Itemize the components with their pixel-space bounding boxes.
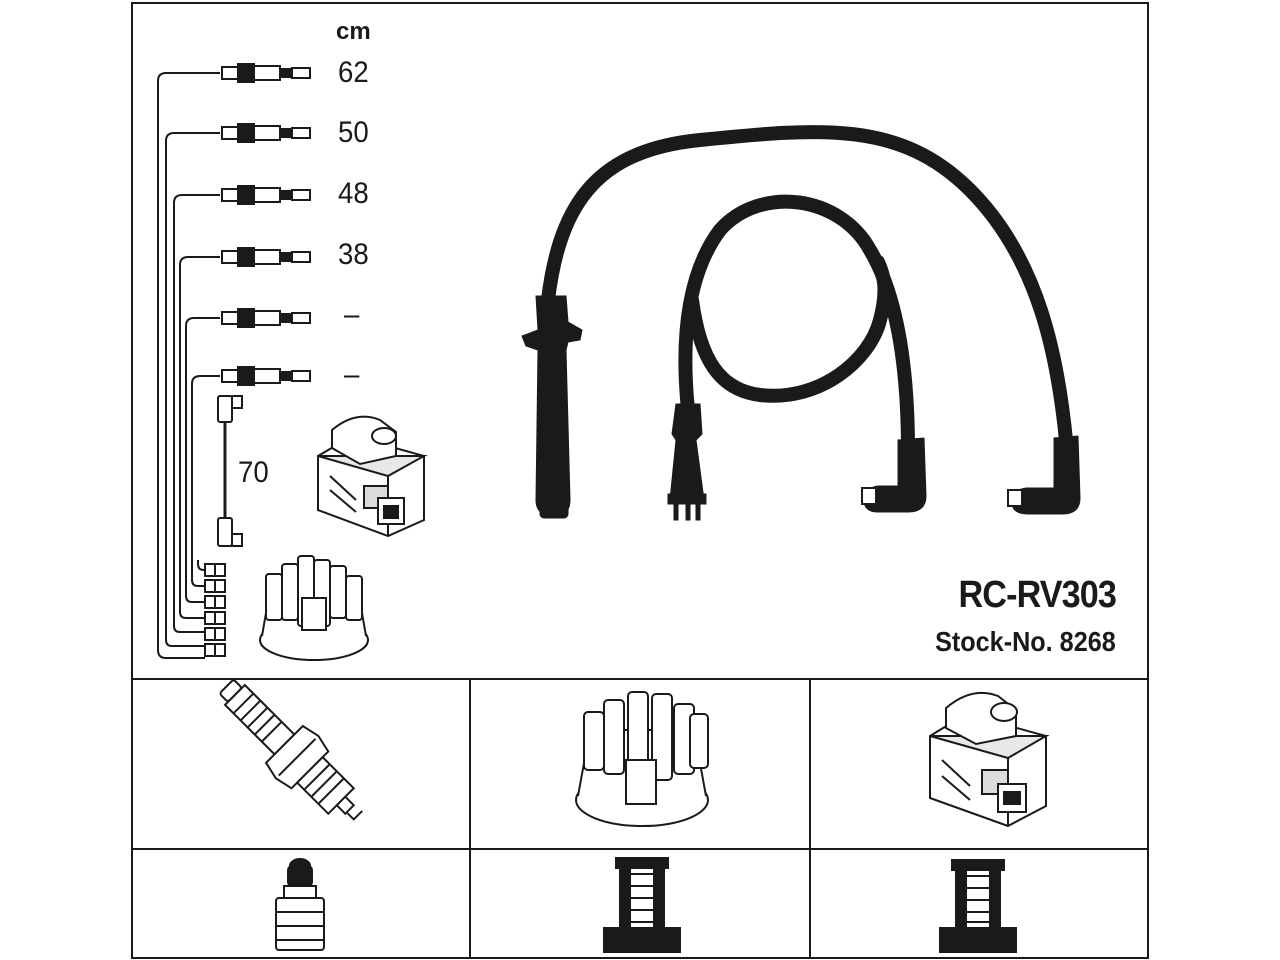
cable-length-5: – bbox=[344, 298, 360, 331]
frame bbox=[131, 2, 1149, 959]
distributor-end bbox=[667, 403, 707, 521]
angled-boot-2 bbox=[1007, 435, 1081, 515]
cable-length-4: 38 bbox=[338, 238, 369, 271]
cable-length-1: 62 bbox=[338, 56, 369, 89]
cable-connector bbox=[221, 247, 311, 267]
coil-lead-length: 70 bbox=[238, 456, 269, 489]
small-coil-drawing bbox=[317, 415, 428, 538]
angled-boot-1 bbox=[861, 437, 927, 513]
ignition-coil-icon bbox=[929, 692, 1050, 828]
cable-connector bbox=[221, 123, 311, 143]
spark-plug-boot bbox=[521, 295, 583, 519]
small-distributor-cap-drawing bbox=[259, 555, 369, 661]
cable-schematic bbox=[157, 72, 220, 659]
cable-connector bbox=[221, 63, 311, 83]
coil-lead bbox=[217, 395, 243, 547]
cable-length-2: 50 bbox=[338, 116, 369, 149]
distributor-cap-icon bbox=[575, 691, 709, 827]
cable-length-3: 48 bbox=[338, 177, 369, 210]
cable-connectors bbox=[221, 63, 311, 386]
distributor-terminal-icon bbox=[603, 857, 681, 953]
ignition-cables bbox=[541, 125, 1073, 457]
cable-length-6: – bbox=[344, 358, 360, 391]
unit-label: cm bbox=[336, 18, 371, 45]
model-number: RC-RV303 bbox=[958, 574, 1116, 616]
cable-connector bbox=[221, 185, 311, 205]
spark-plug-icon bbox=[219, 679, 363, 821]
distributor-plugs bbox=[204, 563, 226, 657]
stock-number: Stock-No. 8268 bbox=[935, 626, 1116, 657]
coil-terminal-icon bbox=[939, 859, 1017, 953]
cable-connector bbox=[221, 308, 311, 328]
spark-plug-terminal-icon bbox=[275, 858, 325, 951]
cable-connector bbox=[221, 366, 311, 386]
